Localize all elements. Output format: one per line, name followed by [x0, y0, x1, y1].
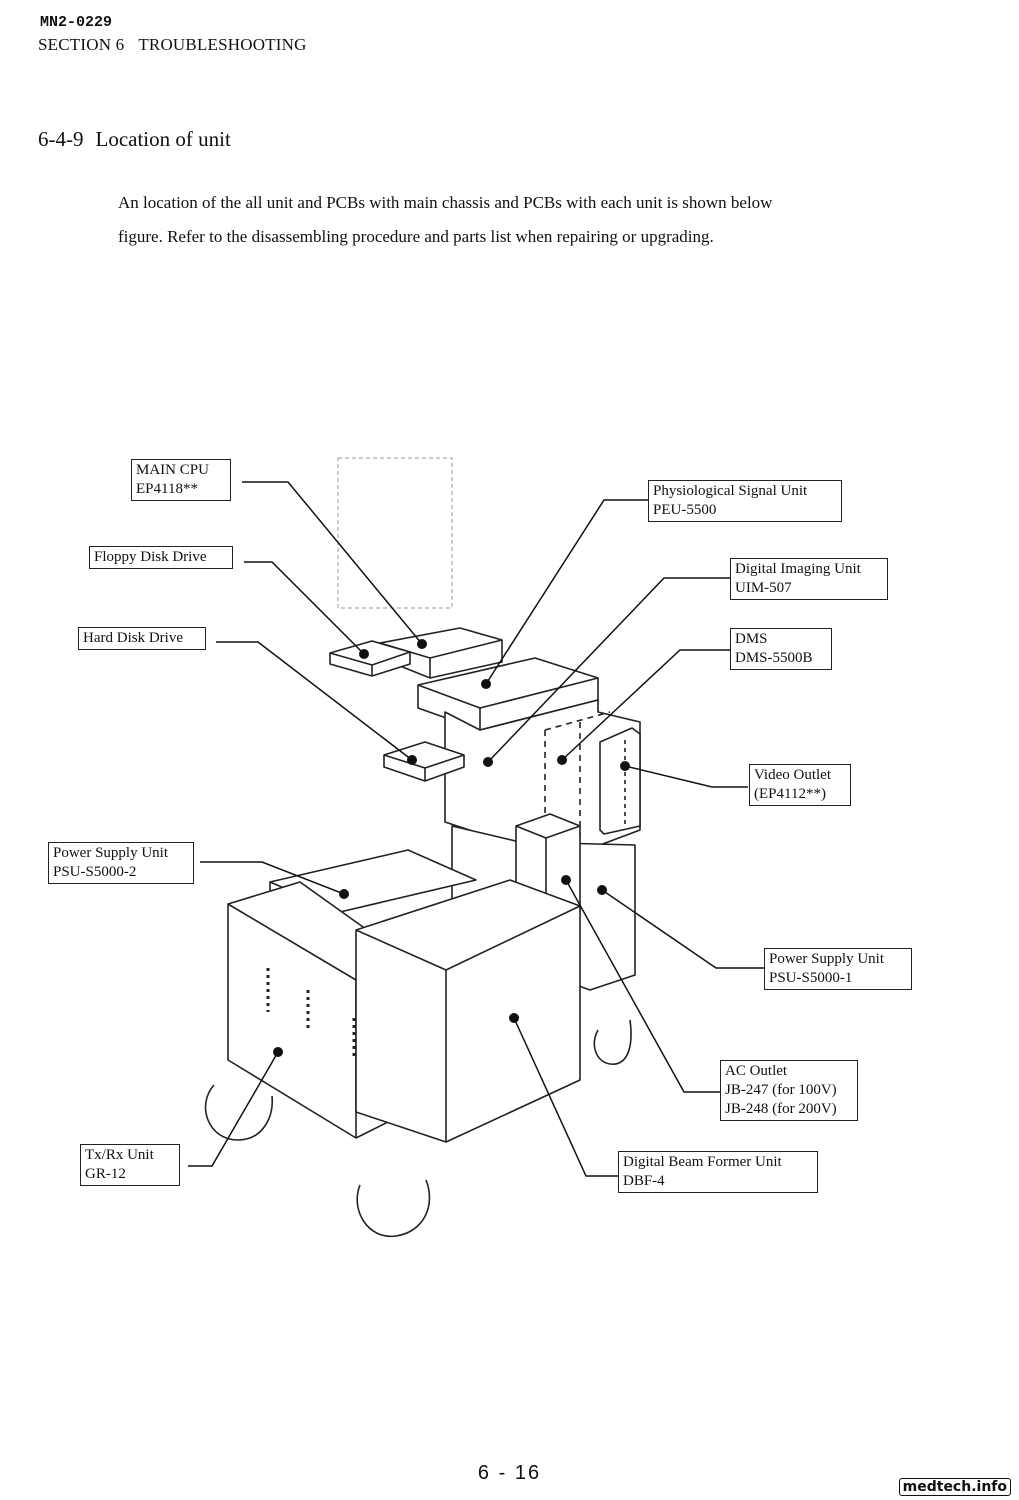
hard-disk — [383, 741, 465, 782]
label-line: Video Outlet — [754, 767, 831, 783]
subsection-heading: 6-4-9 Location of unit — [38, 127, 231, 152]
front-right-wheel — [356, 1179, 431, 1238]
section-number: SECTION 6 — [38, 35, 125, 54]
label-physiological-signal-unit: Physiological Signal Unit PEU-5500 — [648, 480, 842, 522]
label-line: Physiological Signal Unit — [653, 483, 808, 499]
floppy-drive — [329, 640, 411, 677]
watermark: medtech.info — [898, 1478, 1011, 1496]
dot-main-cpu — [417, 639, 427, 649]
label-line: JB-247 (for 100V) — [725, 1082, 837, 1098]
page-number: 6 - 16 — [477, 1462, 542, 1484]
label-main-cpu: MAIN CPU EP4118** — [131, 459, 231, 501]
leader-video — [624, 765, 748, 788]
dot-ac — [561, 875, 571, 885]
leader-ac — [565, 879, 720, 1093]
label-power-supply-unit-2: Power Supply Unit PSU-S5000-2 — [48, 842, 194, 884]
label-power-supply-unit-1: Power Supply Unit PSU-S5000-1 — [764, 948, 912, 990]
front-left-wheel — [204, 1084, 273, 1141]
label-line: PSU-S5000-1 — [769, 970, 853, 986]
leader-psu1 — [601, 889, 764, 969]
dot-dbf — [509, 1013, 519, 1023]
dot-uim — [483, 757, 493, 767]
dot-floppy — [359, 649, 369, 659]
label-ac-outlet: AC Outlet JB-247 (for 100V) JB-248 (for … — [720, 1060, 858, 1121]
label-hard-disk-drive: Hard Disk Drive — [78, 627, 206, 650]
intro-line-1: An location of the all unit and PCBs wit… — [118, 193, 773, 212]
device-illustration — [204, 457, 641, 1238]
label-line: EP4118** — [136, 481, 198, 497]
label-video-outlet: Video Outlet (EP4112**) — [749, 764, 851, 806]
intro-line-2: figure. Refer to the disassembling proce… — [118, 227, 714, 246]
label-line: UIM-507 — [735, 580, 792, 596]
label-line: Tx/Rx Unit — [85, 1147, 154, 1163]
leader-dms — [561, 649, 732, 761]
rear-wheel — [593, 1019, 632, 1065]
background-sketch — [337, 457, 453, 609]
leader-main-cpu — [242, 481, 423, 645]
dbf-housing — [355, 879, 581, 1143]
dot-peu — [481, 679, 491, 689]
leader-uim — [487, 577, 732, 763]
dot-hdd — [407, 755, 417, 765]
label-digital-imaging-unit: Digital Imaging Unit UIM-507 — [730, 558, 888, 600]
label-line: Digital Beam Former Unit — [623, 1154, 782, 1170]
section-title: TROUBLESHOOTING — [138, 35, 307, 54]
label-line: Power Supply Unit — [769, 951, 885, 967]
subsection-title: Location of unit — [95, 127, 231, 151]
intro-paragraph: An location of the all unit and PCBs wit… — [118, 186, 888, 254]
leader-dbf — [513, 1017, 618, 1177]
label-line: PSU-S5000-2 — [53, 864, 137, 880]
leader-peu — [485, 499, 648, 685]
label-dms: DMS DMS-5500B — [730, 628, 832, 670]
video-outlet-panel — [599, 727, 641, 835]
label-line: AC Outlet — [725, 1063, 788, 1079]
label-line: Digital Imaging Unit — [735, 561, 861, 577]
label-line: (EP4112**) — [754, 786, 826, 802]
label-floppy-disk-drive: Floppy Disk Drive — [89, 546, 233, 569]
dot-video — [620, 761, 630, 771]
label-txrx-unit: Tx/Rx Unit GR-12 — [80, 1144, 180, 1186]
label-line: Hard Disk Drive — [83, 630, 183, 646]
leader-psu2 — [200, 861, 345, 895]
callout-dots — [273, 639, 630, 1057]
label-line: DBF-4 — [623, 1173, 665, 1189]
leader-txrx — [188, 1051, 279, 1167]
dot-psu1 — [597, 885, 607, 895]
document-id: MN2-0229 — [40, 14, 113, 31]
label-line: Power Supply Unit — [53, 845, 169, 861]
leader-lines — [188, 481, 764, 1177]
dot-txrx — [273, 1047, 283, 1057]
label-line: JB-248 (for 200V) — [725, 1101, 837, 1117]
label-line: Floppy Disk Drive — [94, 549, 207, 565]
subsection-number: 6-4-9 — [38, 127, 84, 151]
section-header: SECTION 6 TROUBLESHOOTING — [38, 35, 307, 55]
leader-floppy — [244, 561, 365, 655]
label-line: DMS — [735, 631, 768, 647]
label-digital-beam-former-unit: Digital Beam Former Unit DBF-4 — [618, 1151, 818, 1193]
label-line: DMS-5500B — [735, 650, 813, 666]
label-line: GR-12 — [85, 1166, 126, 1182]
dot-psu2 — [339, 889, 349, 899]
label-line: PEU-5500 — [653, 502, 717, 518]
label-line: MAIN CPU — [136, 462, 209, 478]
leader-hdd — [216, 641, 413, 761]
dot-dms — [557, 755, 567, 765]
